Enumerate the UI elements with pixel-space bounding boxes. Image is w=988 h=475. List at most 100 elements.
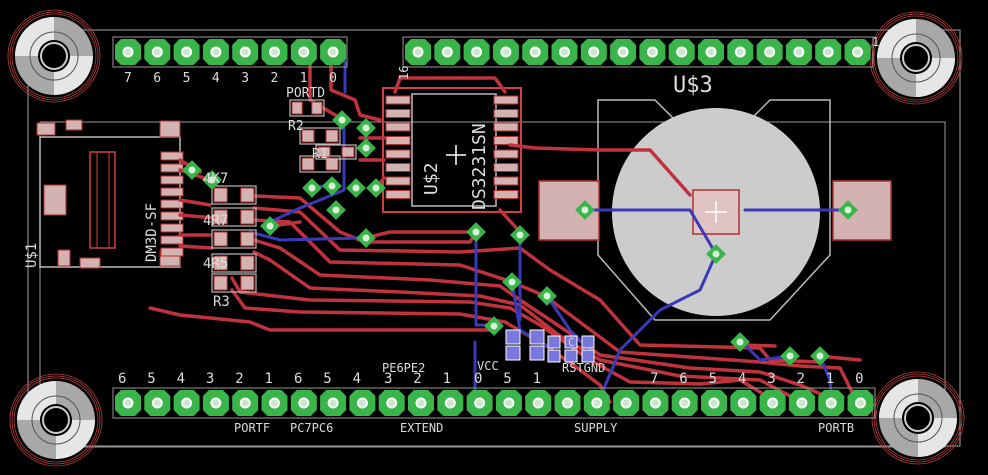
portb-pin-number: 5 [709,371,717,387]
label-pe6pe2: PE6PE2 [382,361,425,375]
mounting-hole [869,11,963,105]
header-pin [730,390,757,416]
header-pin [290,390,317,416]
header-pin [437,390,464,416]
header-pin [405,39,431,65]
label-rstgnd: RSTGND [562,361,605,375]
header-pin [434,39,461,65]
header-pin [261,39,288,65]
header-pin [701,390,727,416]
portf-pin-number: 3 [206,371,214,387]
smd-resistor [211,253,257,273]
via [356,118,376,138]
header-pin [554,390,581,416]
portb-pin-number: 2 [797,371,805,387]
label-4r5: 4R5 [203,256,228,272]
header-pin [788,390,815,416]
header-pin [173,39,200,65]
via [332,110,352,130]
header-pin [320,39,347,65]
header-pin [844,39,871,65]
header-pin [115,390,141,416]
label-pc7pc6: PC7PC6 [290,421,333,435]
top-pin-number: 0 [329,71,337,86]
sd-socket [36,119,184,269]
label-pin1: 1 [872,35,879,49]
pc-pin-number: 5 [323,371,331,387]
header-pin [759,390,786,416]
label-ds3231: DS3231SN [469,123,490,210]
label-r1: R1 [312,147,328,162]
header-pin [815,39,842,65]
header-pin [202,390,229,416]
header-pin [115,39,141,65]
pc-pin-number: 4 [353,371,361,387]
header-pin [583,390,610,416]
pin-headers [112,36,876,419]
label-u3: U$3 [673,73,713,98]
header-pin [668,39,695,65]
battery-holder [538,99,892,321]
header-pin [173,390,200,416]
board-outline [27,29,961,447]
bottom-capacitors [505,329,595,363]
via [322,176,342,196]
header-pin [202,39,229,65]
header-pin [613,390,640,416]
label-4r7: 4R7 [203,213,228,229]
header-pin [144,39,171,65]
top-pin-number: 6 [153,71,161,86]
header-pin [463,39,490,65]
header-pin [495,390,522,416]
smd-resistor [315,144,357,160]
label-c: C [568,336,575,349]
pe-pin-number: 2 [413,371,421,387]
via [356,138,376,158]
header-pin [232,390,259,416]
header-pin [580,39,607,65]
label-portb: PORTB [818,421,854,435]
header-pin [378,390,405,416]
inner-outline [39,121,946,448]
mounting-hole [9,373,103,467]
portb-pin-number: 4 [738,371,746,387]
via [730,332,750,352]
via [780,346,800,366]
via [260,216,280,236]
vias [182,110,858,366]
label-u2: U$2 [421,162,442,195]
portf-pin-number: 4 [177,371,185,387]
header-pin [492,39,519,65]
smd-resistor [289,99,325,117]
header-pin [847,390,874,416]
portf-pin-number: 1 [265,371,273,387]
label-u1: U$1 [24,243,40,268]
mounting-hole [7,9,101,103]
portb-pin-number: 7 [650,371,658,387]
via [537,286,557,306]
label-r2: R2 [288,119,304,134]
via [326,200,346,220]
label-portf: PORTF [234,421,270,435]
header-pin [320,390,347,416]
top-pin-number: 2 [271,71,279,86]
header-pin [639,39,666,65]
pc-pin-number: 6 [294,371,302,387]
header-pin [610,39,637,65]
top-pin-number: 1 [300,71,308,86]
header-pin [727,39,754,65]
portb-pin-number: 6 [679,371,687,387]
smd-resistor [211,207,257,227]
smd-resistor [211,229,257,249]
portf-pin-number: 6 [118,371,126,387]
label-4k7: 4K7 [203,171,228,187]
supply-pin-number: 1 [533,371,541,387]
top-pin-number: 4 [212,71,220,86]
passive-components [211,99,357,293]
header-pin [408,390,434,416]
header-pin [756,39,783,65]
portb-pin-number: 0 [855,371,863,387]
via [182,160,202,180]
via [202,170,222,190]
label-pin16: 16 [397,66,411,80]
